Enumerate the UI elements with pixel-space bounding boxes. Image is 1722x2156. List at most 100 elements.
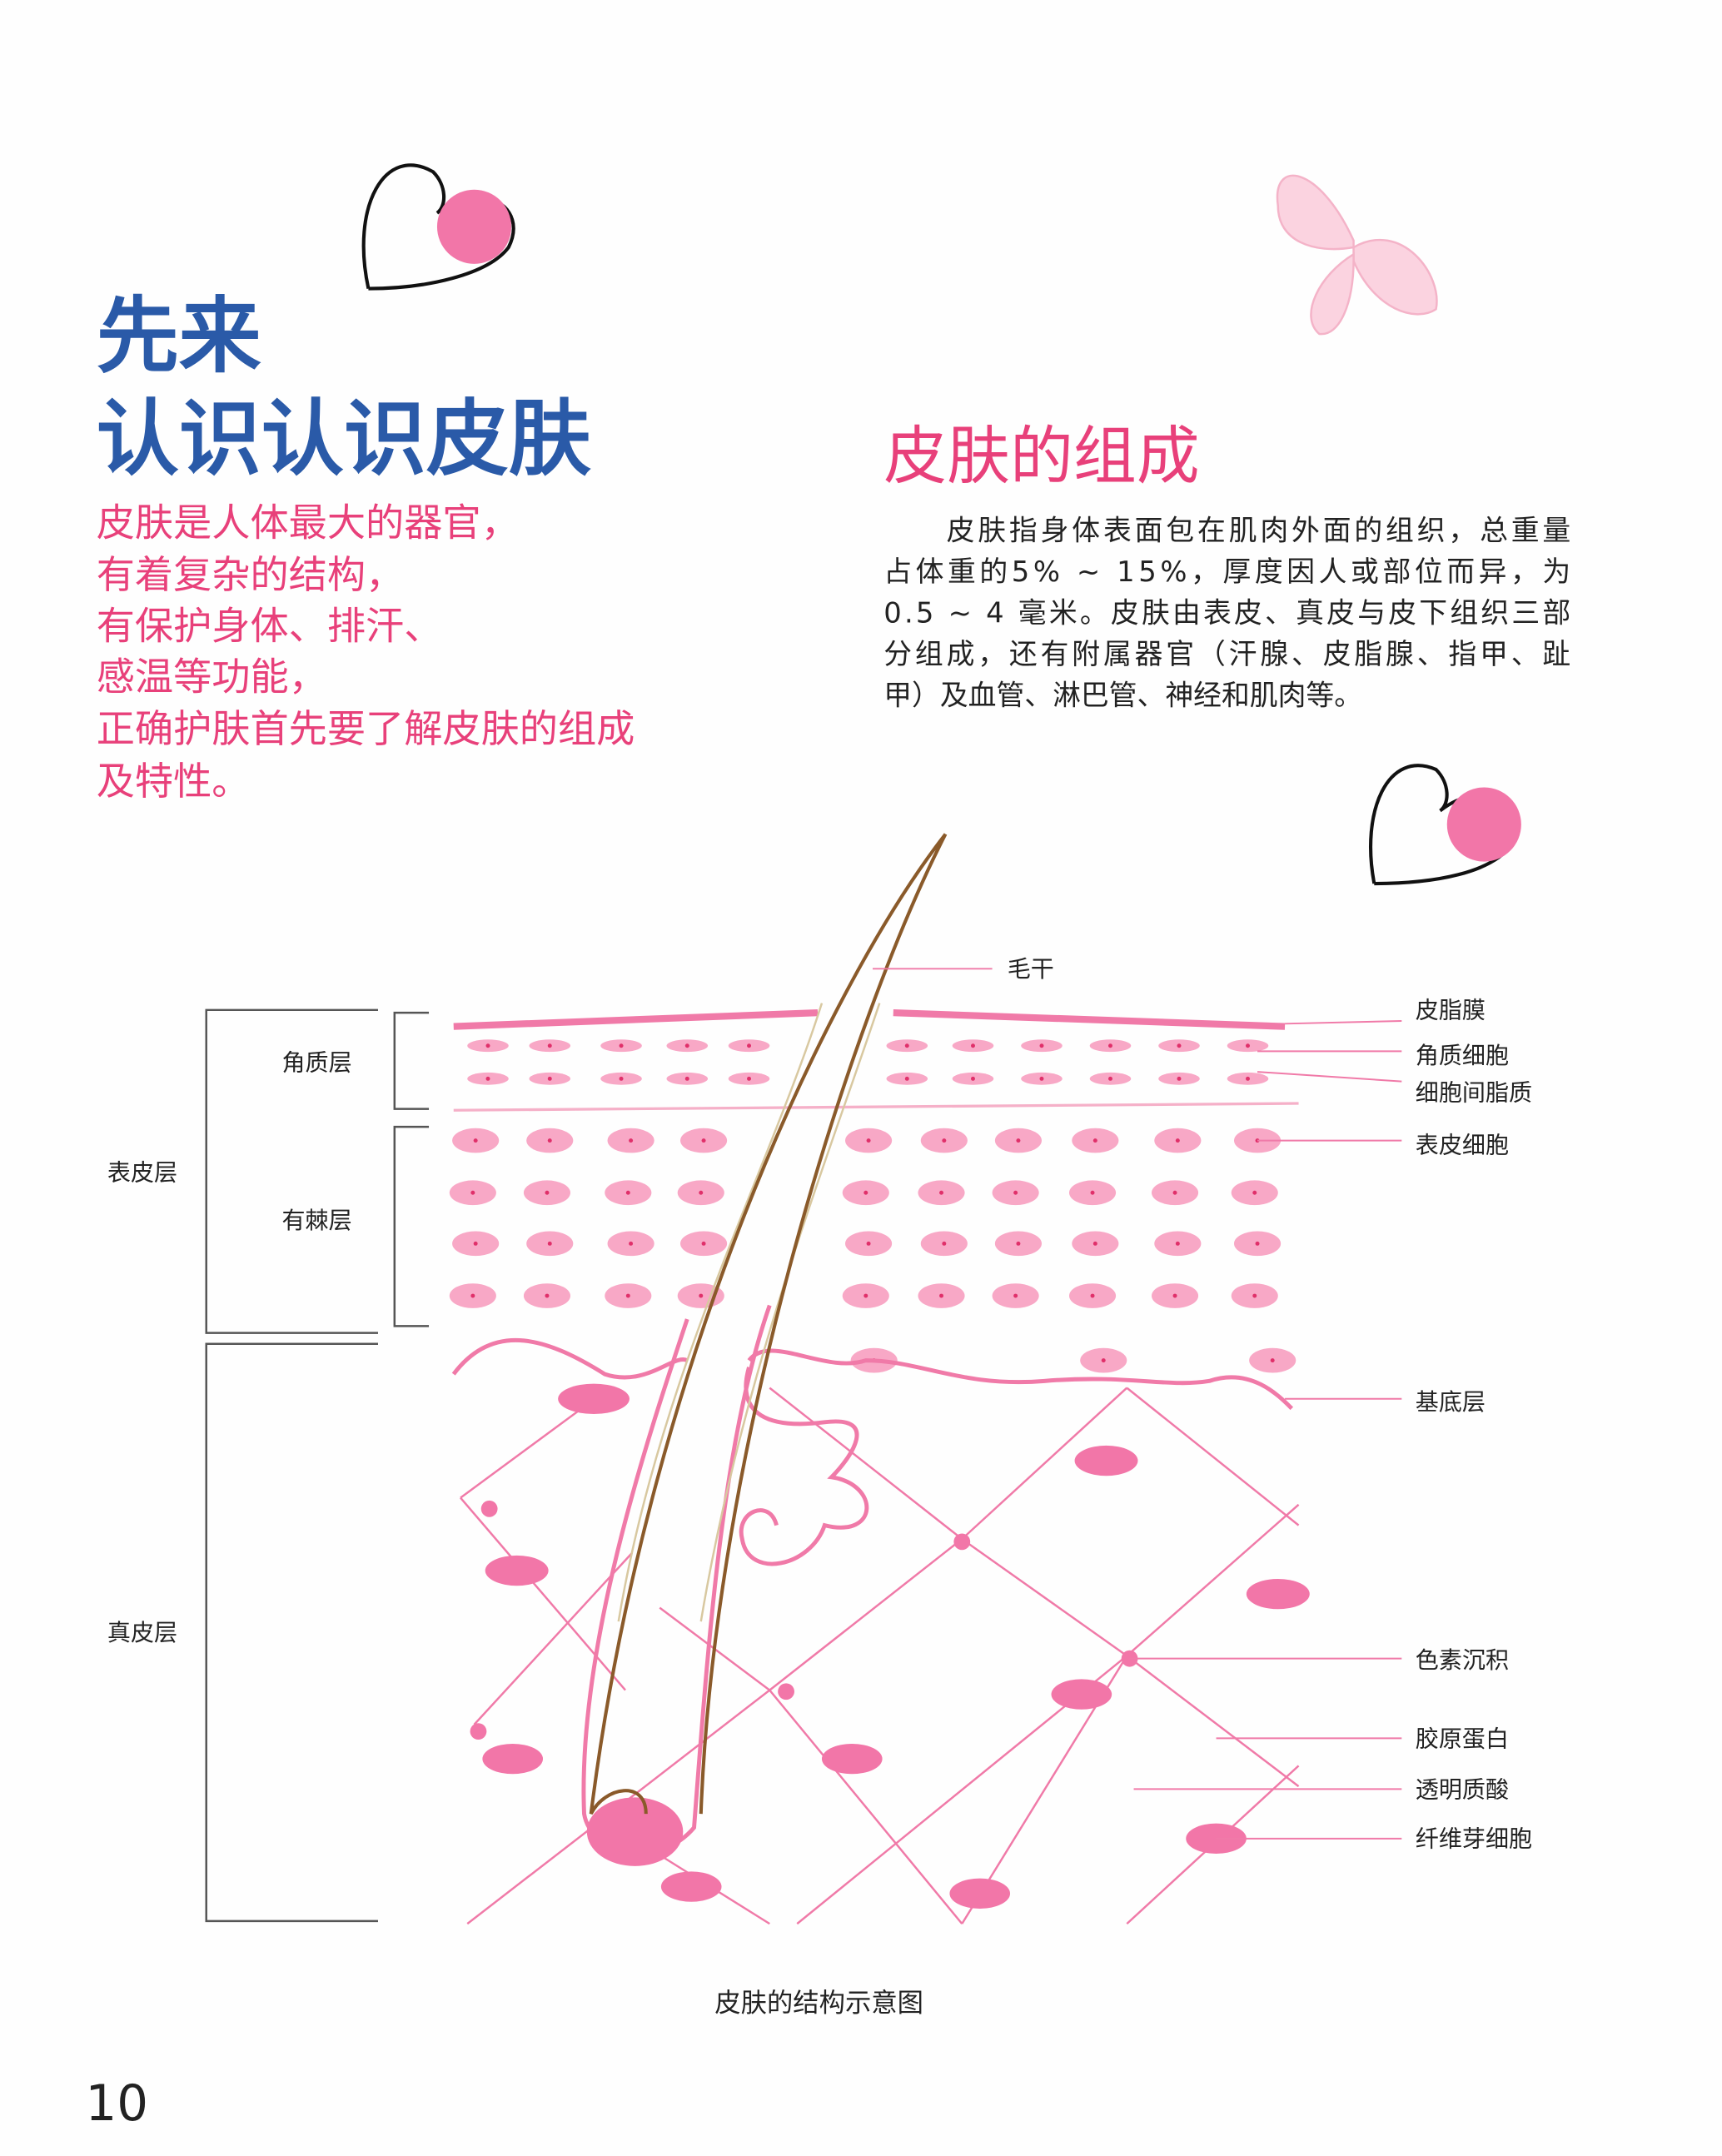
intro-text: 皮肤是人体最大的器官， 有着复杂的结构， 有保护身体、排汗、 感温等功能， 正确… [97, 500, 635, 804]
label-epidermis: 表皮层 [107, 1158, 177, 1186]
cell-nucleus [971, 1076, 975, 1081]
intro-line: 及特性。 [97, 759, 251, 804]
intro-line: 有保护身体、排汗、 [97, 603, 443, 648]
label-spinous-layer: 有棘层 [281, 1207, 351, 1234]
cell-nucleus [747, 1043, 751, 1048]
cell-nucleus [1016, 1241, 1021, 1246]
cell-nucleus [1092, 1241, 1097, 1246]
cell-nucleus [1177, 1076, 1182, 1081]
cell-nucleus [1246, 1076, 1250, 1081]
label-pigmentation: 色素沉积 [1416, 1646, 1509, 1674]
cell-nucleus [470, 1190, 475, 1195]
cell-nucleus [473, 1241, 478, 1246]
page-title-line1: 先来 [97, 288, 261, 384]
cell-nucleus [619, 1076, 624, 1081]
cell-nucleus [1172, 1293, 1177, 1298]
cell-nucleus [1108, 1043, 1112, 1048]
cell-nucleus [547, 1076, 552, 1081]
paragraph-line: 分组成，还有附属器官（汗腺、皮脂腺、指甲、趾 [883, 638, 1570, 670]
paragraph-line: 皮肤指身体表面包在肌肉外面的组织，总重量 [883, 514, 1570, 546]
cell-nucleus [619, 1043, 624, 1048]
intro-line: 有着复杂的结构， [97, 552, 405, 597]
label-intercellular-lipid: 细胞间脂质 [1416, 1079, 1532, 1107]
cell-nucleus [1013, 1190, 1018, 1195]
cell-nucleus [470, 1293, 475, 1298]
intro-line: 感温等功能， [97, 654, 327, 699]
label-dermis: 真皮层 [107, 1619, 177, 1646]
cell-nucleus [547, 1138, 552, 1143]
leader-lines [873, 968, 1402, 1840]
cell-nucleus [863, 1190, 868, 1195]
paragraph-line: 占体重的5% ~ 15%，厚度因人或部位而异，为 [883, 555, 1570, 588]
cell-nucleus [1039, 1043, 1044, 1048]
cell-nucleus [1252, 1293, 1257, 1298]
intro-line: 皮肤是人体最大的器官， [97, 500, 520, 545]
cell-nucleus [547, 1241, 552, 1246]
label-hyaluronic-acid: 透明质酸 [1416, 1775, 1509, 1803]
cell-nucleus [1039, 1076, 1044, 1081]
cell-nucleus [473, 1138, 478, 1143]
heart-icon [361, 163, 515, 291]
section-heading: 皮肤的组成 [883, 420, 1199, 493]
cell-nucleus [942, 1241, 947, 1246]
cell-nucleus [866, 1241, 871, 1246]
cell-nucleus [485, 1043, 490, 1048]
cell-nucleus [1090, 1293, 1095, 1298]
label-basal-layer: 基底层 [1416, 1388, 1486, 1416]
cell-nucleus [1090, 1190, 1095, 1195]
page-number: 10 [86, 2075, 149, 2133]
skin-structure-diagram: 角质层 有棘层 表皮层 真皮层 毛干 皮脂膜 角质细胞 细胞间脂质 表皮细胞 基… [107, 833, 1532, 2019]
label-fibroblast: 纤维芽细胞 [1416, 1825, 1532, 1853]
butterfly-icon [1276, 174, 1438, 336]
cell-nucleus [699, 1190, 704, 1195]
cell-nucleus [747, 1076, 751, 1081]
label-hair-shaft: 毛干 [1008, 955, 1054, 983]
cell-nucleus [1101, 1358, 1106, 1363]
cell-nucleus [629, 1138, 634, 1143]
cell-nucleus [1108, 1076, 1112, 1081]
cell-nucleus [699, 1293, 704, 1298]
cell-nucleus [1252, 1190, 1257, 1195]
cell-nucleus [1270, 1358, 1275, 1363]
heart-icon [1369, 764, 1521, 886]
intro-line: 正确护肤首先要了解皮肤的组成 [97, 706, 635, 751]
paragraph-line: 0.5 ~ 4 毫米。皮肤由表皮、真皮与皮下组织三部 [883, 596, 1570, 629]
cell-nucleus [1246, 1043, 1250, 1048]
cell-nucleus [1175, 1241, 1180, 1246]
layer-brackets [205, 1008, 430, 1923]
cell-nucleus [701, 1241, 706, 1246]
cell-nucleus [1013, 1293, 1018, 1298]
label-keratinocyte: 角质细胞 [1416, 1042, 1509, 1069]
hair-shaft [589, 833, 948, 1815]
cell-nucleus [939, 1190, 944, 1195]
cell-nucleus [939, 1293, 944, 1298]
cell-nucleus [629, 1241, 634, 1246]
cell-nucleus [942, 1138, 947, 1143]
label-epidermal-cell: 表皮细胞 [1416, 1131, 1509, 1158]
diagram-caption: 皮肤的结构示意图 [714, 1989, 923, 2019]
cell-nucleus [1175, 1138, 1180, 1143]
cell-nucleus [1016, 1138, 1021, 1143]
cell-nucleus [684, 1076, 689, 1081]
cell-nucleus [545, 1190, 550, 1195]
page-title-line2: 认识认识皮肤 [97, 391, 591, 487]
cell-nucleus [485, 1076, 490, 1081]
cell-nucleus [1255, 1138, 1260, 1143]
cell-nucleus [1092, 1138, 1097, 1143]
cell-nucleus [904, 1076, 909, 1081]
cell-nucleus [1177, 1043, 1182, 1048]
cell-nucleus [971, 1043, 975, 1048]
cell-nucleus [684, 1043, 689, 1048]
cell-nucleus [625, 1293, 630, 1298]
label-collagen: 胶原蛋白 [1416, 1725, 1509, 1752]
cell-nucleus [625, 1190, 630, 1195]
cell-nucleus [547, 1043, 552, 1048]
paragraph-line: 甲）及血管、淋巴管、神经和肌肉等。 [883, 679, 1362, 711]
cell-nucleus [1255, 1241, 1260, 1246]
cell-nucleus [1172, 1190, 1177, 1195]
cell-nucleus [863, 1293, 868, 1298]
cell-nucleus [545, 1293, 550, 1298]
section-paragraph: 皮肤指身体表面包在肌肉外面的组织，总重量 占体重的5% ~ 15%，厚度因人或部… [883, 514, 1570, 711]
